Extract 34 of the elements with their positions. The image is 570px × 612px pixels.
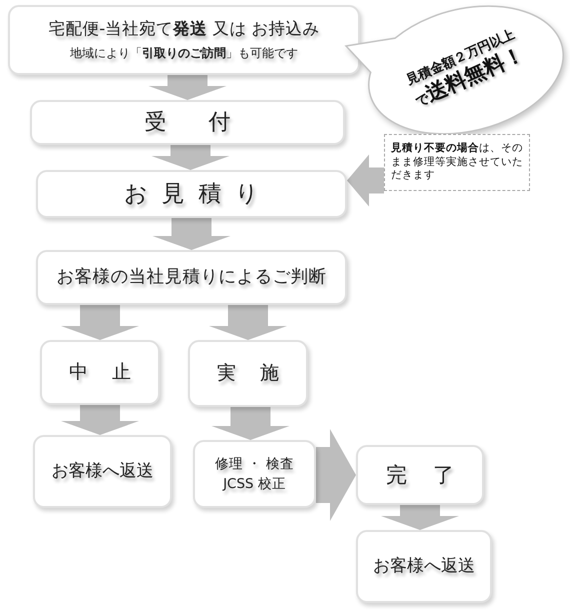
block-arrow <box>61 405 139 435</box>
step-label: お客様へ返送 <box>373 556 475 578</box>
step-label: 実 施 <box>216 362 282 386</box>
process-box <box>356 445 484 505</box>
process-box <box>356 530 492 603</box>
block-arrow <box>212 407 290 440</box>
step-label: 完 了 <box>384 462 457 488</box>
step-label: 受 付 <box>144 108 240 136</box>
block-arrow <box>209 305 287 340</box>
block-arrow <box>152 218 230 250</box>
process-box <box>188 340 308 407</box>
process-box <box>36 250 347 305</box>
step-label: お客様へ返送 <box>52 460 154 482</box>
process-box <box>36 170 347 218</box>
step-label: 宅配便-当社宛て発送 又は お持込み <box>48 18 320 40</box>
step-label: お客様の当社見積りによるご判断 <box>56 266 326 288</box>
step-label: 修理 ・ 検査 <box>215 456 294 472</box>
step-label: JCSS 校正 <box>223 476 286 492</box>
note-box <box>384 134 530 191</box>
step-note: 地域により「引取りのご訪問」も可能です <box>70 46 298 62</box>
process-box <box>8 5 360 75</box>
block-arrow <box>381 505 459 530</box>
process-box <box>33 435 172 508</box>
block-arrow <box>152 145 230 170</box>
block-arrow <box>347 154 384 206</box>
step-label: 中 止 <box>68 360 134 384</box>
process-box <box>40 340 160 405</box>
block-arrow <box>61 305 139 340</box>
note-text: 見積り不要の場合は、そのまま修理等実施させていただきます <box>391 142 523 183</box>
step-label: お見積り <box>122 180 273 208</box>
block-arrow <box>148 75 226 100</box>
process-box <box>30 100 345 145</box>
block-arrow <box>316 429 356 521</box>
process-box <box>193 440 316 508</box>
